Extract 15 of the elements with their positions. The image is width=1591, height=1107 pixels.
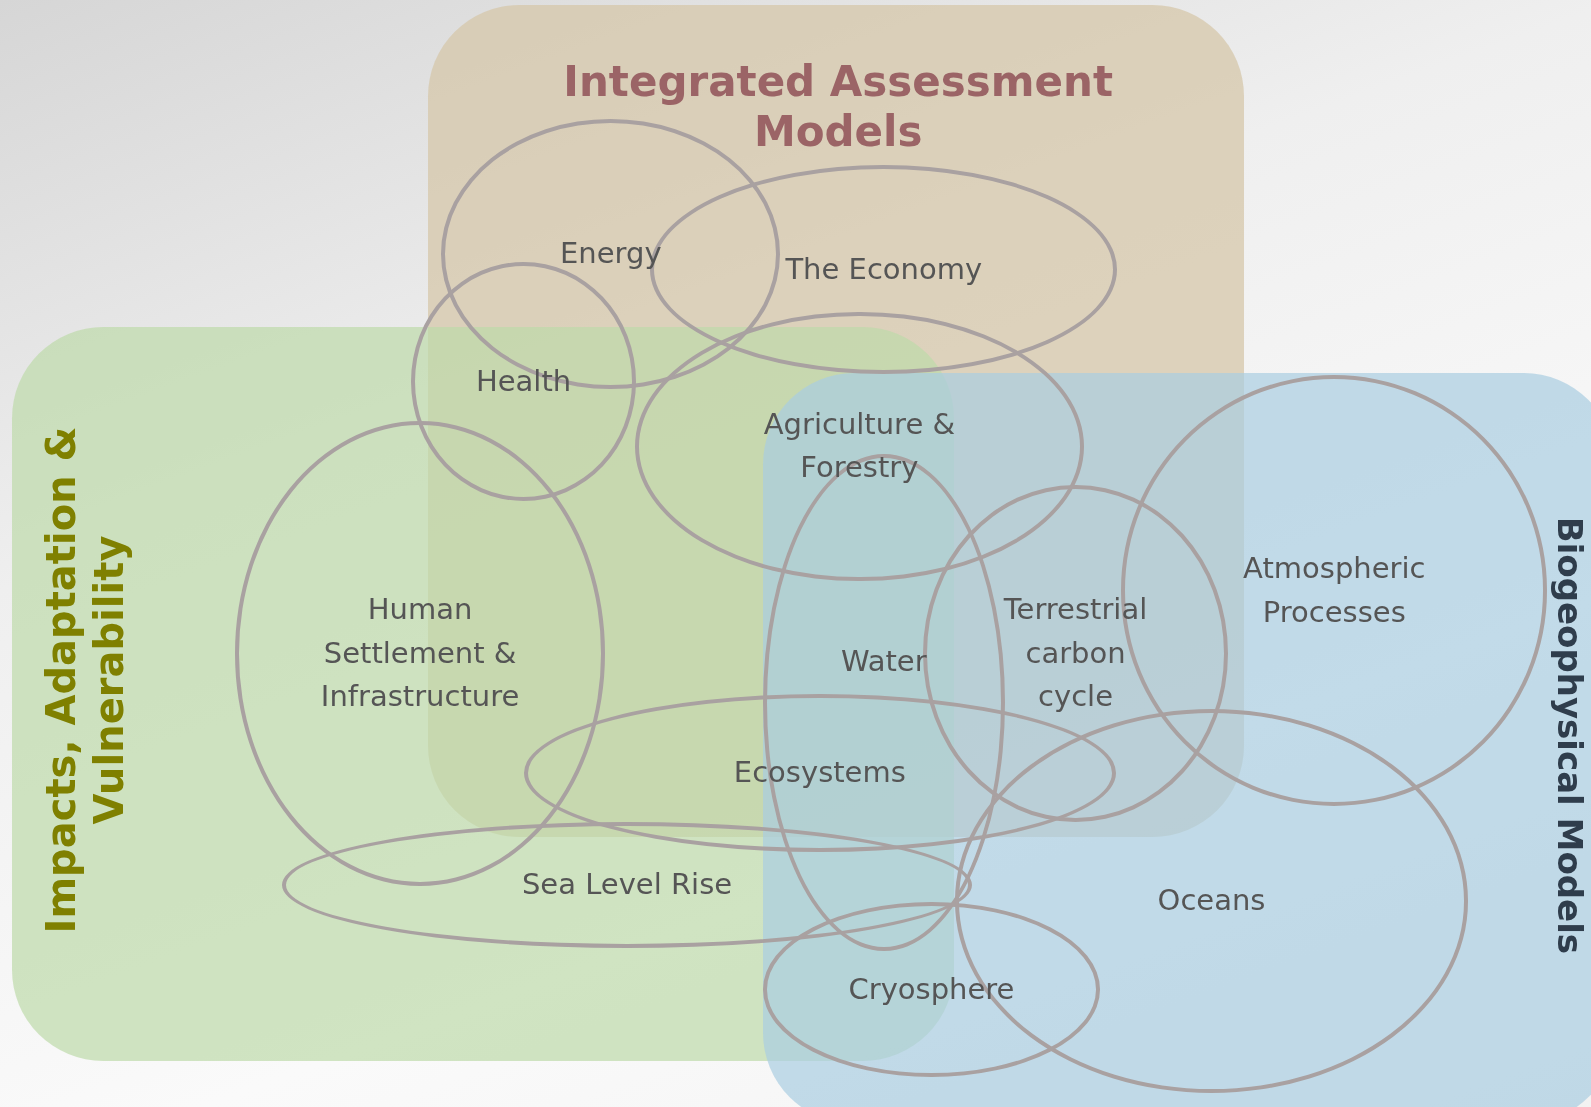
topic-label: Energy [559,234,663,272]
topic-label: Oceans [1156,882,1267,920]
region-title: Biogeophysical Models [1549,516,1591,957]
topic-label: Agriculture & Forestry [762,405,957,487]
topic-label: Atmospheric Processes [1242,550,1427,631]
topic-label: Ecosystems [732,754,907,792]
topic-label: Sea Level Rise [520,866,734,904]
region-title: Integrated Assessment Models [562,57,1114,158]
topic-label: Cryosphere [847,970,1016,1008]
topic-label: Water [839,643,928,681]
region-title: Impacts, Adaptation & Vulnerability [37,425,134,936]
topic-label: The Economy [784,251,984,289]
topic-label: Terrestrial carbon cycle [1002,591,1149,716]
topic-label: Health [474,362,573,400]
topic-label: Human Settlement & Infrastructure [319,591,521,716]
